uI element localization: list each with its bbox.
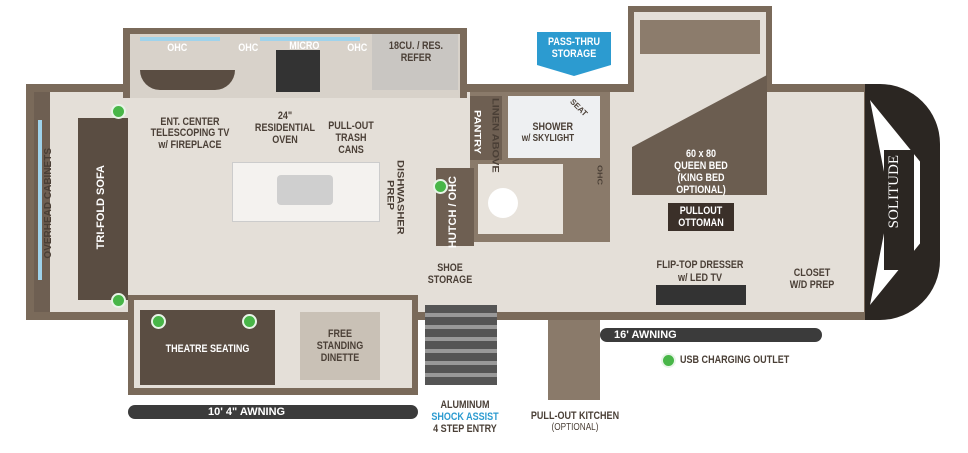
logo-panel: SOLITUDE bbox=[884, 150, 914, 270]
usb-outlet-icon bbox=[242, 314, 257, 329]
range-oven bbox=[276, 50, 320, 92]
headboard bbox=[640, 20, 760, 54]
tri-fold-sofa-label: TRI-FOLD SOFA bbox=[95, 165, 107, 250]
dinette bbox=[300, 312, 380, 380]
led-strip bbox=[38, 120, 42, 280]
usb-legend-label: USB CHARGING OUTLET bbox=[680, 354, 790, 366]
fireplace-label: w/ FIREPLACE bbox=[158, 139, 222, 151]
skylight-label: w/ SKYLIGHT bbox=[521, 133, 575, 144]
queen-bed-label: QUEEN BED bbox=[674, 160, 728, 172]
shower bbox=[508, 96, 600, 158]
optional-label: OPTIONAL) bbox=[676, 184, 726, 196]
bed-size-label: 60 x 80 bbox=[685, 148, 717, 160]
ohc-label: OHC bbox=[238, 42, 259, 54]
sink bbox=[277, 175, 333, 205]
king-bed-label: (KING BED bbox=[677, 172, 725, 184]
aluminum-label: ALUMINUM bbox=[440, 399, 490, 411]
entry-steps[interactable] bbox=[425, 305, 497, 385]
ohc-label: OHC bbox=[595, 165, 605, 185]
solitude-logo: SOLITUDE bbox=[886, 155, 902, 229]
pass-thru-storage-label: PASS-THRU STORAGE bbox=[548, 36, 600, 60]
usb-outlet-icon bbox=[151, 314, 166, 329]
pantry-label: PANTRY bbox=[472, 110, 482, 154]
dresser bbox=[656, 285, 746, 305]
overhead-cabinets-label: OVERHEAD CABINETS bbox=[43, 148, 54, 259]
usb-outlet-icon bbox=[111, 104, 126, 119]
micro-label: MICRO bbox=[289, 40, 320, 52]
shoe-storage-label: SHOE STORAGE bbox=[427, 262, 473, 286]
shock-assist-label: SHOCK ASSIST bbox=[431, 411, 499, 423]
ent-center-label: ENT. CENTER bbox=[160, 116, 220, 128]
pantry bbox=[470, 96, 502, 160]
trash-cans-label: PULL-OUT TRASH CANS bbox=[328, 120, 374, 156]
awning-10: 10' 4" AWNING bbox=[128, 405, 418, 419]
refrigerator-label: 18CU. / RES. REFER bbox=[388, 40, 444, 64]
ohc-label: OHC bbox=[167, 42, 188, 54]
pullout-kitchen[interactable] bbox=[548, 320, 600, 400]
ottoman bbox=[668, 203, 734, 231]
led-strip bbox=[260, 37, 360, 41]
oven-label: 24" RESIDENTIAL OVEN bbox=[254, 110, 316, 146]
usb-legend-icon bbox=[661, 353, 676, 368]
pullout-kitchen-optional-label: (OPTIONAL) bbox=[551, 422, 599, 433]
linen-above-label: LINEN ABOVE bbox=[490, 98, 500, 173]
refrigerator bbox=[372, 34, 458, 90]
pullout-label: PULLOUT bbox=[679, 205, 723, 217]
step-entry-label: 4 STEP ENTRY bbox=[433, 423, 497, 435]
led-tv-label: w/ LED TV bbox=[677, 272, 723, 284]
toilet bbox=[488, 188, 518, 218]
led-strip bbox=[140, 37, 220, 41]
dinette-label: FREE STANDING DINETTE bbox=[316, 328, 364, 364]
closet-label: CLOSET W/D PREP bbox=[789, 267, 835, 291]
shower-label: SHOWER bbox=[532, 121, 574, 133]
awning-16: 16' AWNING bbox=[600, 328, 822, 342]
ohc-label: OHC bbox=[347, 42, 368, 54]
dresser-label: FLIP-TOP DRESSER bbox=[656, 259, 744, 271]
usb-outlet-icon bbox=[111, 293, 126, 308]
telescoping-tv-label: TELESCOPING TV bbox=[150, 127, 230, 139]
usb-outlet-icon bbox=[433, 179, 448, 194]
tri-fold-sofa bbox=[78, 118, 128, 300]
entertainment-center bbox=[140, 70, 235, 90]
ottoman-label: OTTOMAN bbox=[678, 217, 724, 229]
pullout-kitchen-label: PULL-OUT KITCHEN bbox=[530, 410, 620, 422]
theatre-seating-label: THEATRE SEATING bbox=[165, 343, 250, 355]
hutch-ohc-label: HUTCH / OHC bbox=[447, 176, 459, 249]
dishwasher-prep-label: DISHWASHER PREP bbox=[385, 160, 405, 235]
